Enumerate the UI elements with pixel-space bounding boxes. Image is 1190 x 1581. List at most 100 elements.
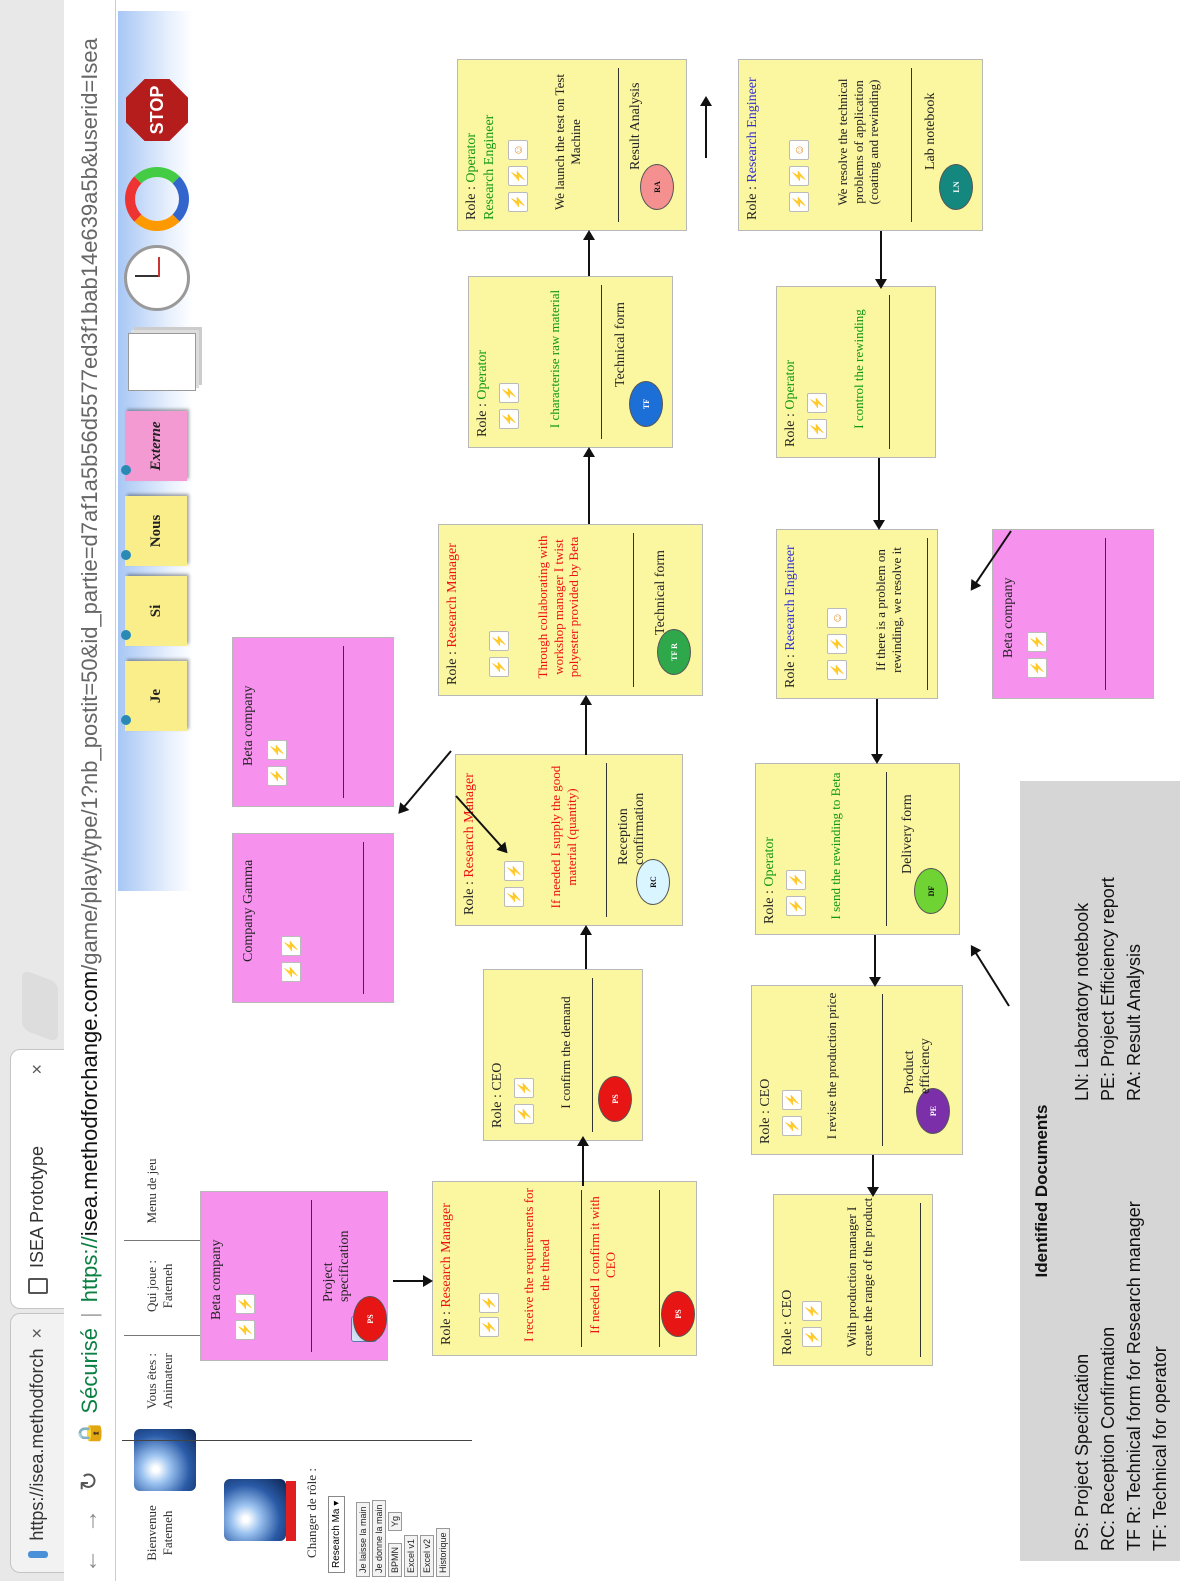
doc-badge-ps[interactable]: PS	[661, 1291, 695, 1337]
edit-icon[interactable]: ⚡	[267, 766, 287, 786]
card-operator-1[interactable]: Role : Operator ⚡ ⚡ I characterise raw m…	[468, 276, 673, 448]
edit-icon[interactable]: ⚡	[782, 1090, 802, 1110]
edit-icon[interactable]: ⚡	[1027, 632, 1047, 652]
edit-icon[interactable]: ⚡	[827, 660, 847, 680]
edit-icon[interactable]: ⚡	[789, 166, 809, 186]
doc-name: Lab notebook	[923, 92, 938, 170]
card-research-engineer-1[interactable]: Role : Research Engineer ⚡ ⚡ ☺ We resolv…	[738, 59, 983, 231]
address-bar: ← → ↻ 🔒 Sécurisé | https://isea.methodfo…	[64, 0, 116, 1581]
edit-icon[interactable]: ⚡	[504, 887, 524, 907]
edit-icon[interactable]: ⚡	[281, 936, 301, 956]
edit-icon[interactable]: ⚡	[504, 861, 524, 881]
card-beta-company-3[interactable]: Beta company ⚡ ⚡	[992, 529, 1154, 699]
close-tab-icon[interactable]: ×	[27, 1064, 47, 1075]
card-ceo-1[interactable]: Role : CEO ⚡ ⚡ I confirm the demand PS	[483, 969, 643, 1141]
edit-icon[interactable]: ⚡	[499, 383, 519, 403]
card-text: I send the rewinding to Beta	[828, 772, 843, 920]
forward-arrow-icon[interactable]: →	[75, 1509, 103, 1533]
yg-button[interactable]: Yg	[388, 1511, 402, 1531]
edit-icon[interactable]: ⚡	[489, 657, 509, 677]
card-operator-3[interactable]: Role : Operator ⚡ ⚡ I send the rewinding…	[755, 763, 960, 935]
browser-tab-prototype[interactable]: ISEA Prototype ×	[10, 1049, 64, 1309]
card-operator-2[interactable]: Role : Operator ⚡ ⚡ I control the rewind…	[776, 286, 936, 458]
give-hand-button[interactable]: Je donne la main	[372, 1500, 386, 1577]
edit-icon[interactable]: ⚡	[479, 1317, 499, 1337]
bpmn-button[interactable]: BPMN	[388, 1542, 402, 1577]
edit-icon[interactable]: ⚡	[807, 419, 827, 439]
excel-v1-button[interactable]: Excel v1	[404, 1534, 418, 1577]
edit-icon[interactable]: ⚡	[235, 1320, 255, 1340]
doc-badge-ln[interactable]: LN	[939, 164, 973, 210]
card-text: If needed I confirm it with CEO	[587, 1196, 618, 1334]
postit-nous[interactable]: Nous	[121, 496, 187, 566]
edit-icon[interactable]: ⚡	[802, 1327, 822, 1347]
refresh-cycle-icon[interactable]	[125, 167, 189, 231]
edit-icon[interactable]: ⚡	[499, 409, 519, 429]
flow-arrow	[398, 750, 452, 813]
role-select[interactable]: Research Ma ▾	[328, 1495, 345, 1573]
card-text: I control the rewinding	[851, 309, 866, 429]
secure-label: Sécurisé	[76, 1328, 102, 1414]
url-host: isea.methodforchange.com	[76, 970, 102, 1237]
flow-arrow	[878, 458, 880, 528]
doc-badge-tf[interactable]: TF	[629, 381, 663, 427]
edit-icon[interactable]: ⚡	[782, 1116, 802, 1136]
card-text: I receive the requirements for the threa…	[521, 1188, 552, 1342]
edit-icon[interactable]: ⚡	[281, 962, 301, 982]
edit-icon[interactable]: ⚡	[827, 634, 847, 654]
postit-si[interactable]: Si	[121, 576, 187, 646]
edit-icon[interactable]: ⚡	[489, 631, 509, 651]
edit-icon[interactable]: ⚡	[514, 1104, 534, 1124]
edit-icon[interactable]: ⚡	[508, 166, 528, 186]
user-icon[interactable]: ☺	[827, 608, 847, 628]
doc-badge-df[interactable]: DF	[914, 868, 948, 914]
leave-hand-button[interactable]: Je laisse la main	[356, 1502, 370, 1577]
user-icon[interactable]: ☺	[508, 140, 528, 160]
edit-icon[interactable]: ⚡	[802, 1301, 822, 1321]
browser-tab-isea[interactable]: https://isea.methodforch ×	[10, 1313, 64, 1573]
clock-icon[interactable]	[124, 245, 190, 311]
postit-je[interactable]: Je	[121, 661, 187, 731]
edit-icon[interactable]: ⚡	[1027, 658, 1047, 678]
pin-icon	[121, 465, 131, 475]
history-button[interactable]: Historique	[436, 1528, 450, 1577]
doc-badge-pe[interactable]: PE	[916, 1088, 950, 1134]
card-company-gamma[interactable]: Company Gamma ⚡ ⚡	[232, 833, 394, 1003]
card-ceo-3[interactable]: Role : CEO ⚡ ⚡ With production manager I…	[773, 1194, 933, 1366]
new-tab-button[interactable]	[22, 969, 58, 1043]
edit-icon[interactable]: ⚡	[807, 393, 827, 413]
back-arrow-icon[interactable]: ←	[75, 1549, 103, 1573]
card-research-manager-1[interactable]: Role : Research Manager ⚡ ⚡ I receive th…	[432, 1181, 697, 1356]
excel-v2-button[interactable]: Excel v2	[420, 1534, 434, 1577]
card-research-manager-2[interactable]: Role : Research Manager ⚡ ⚡ If needed I …	[455, 754, 683, 926]
site-favicon-icon	[27, 1550, 48, 1558]
edit-icon[interactable]: ⚡	[786, 870, 806, 890]
card-beta-company-1[interactable]: Beta company ⚡ ⚡ PS Project specificatio…	[200, 1191, 388, 1361]
card-beta-company-2[interactable]: Beta company ⚡ ⚡	[232, 637, 394, 807]
edit-icon[interactable]: ⚡	[786, 896, 806, 916]
card-ceo-2[interactable]: Role : CEO ⚡ ⚡ I revise the production p…	[751, 985, 963, 1155]
edit-icon[interactable]: ⚡	[514, 1078, 534, 1098]
url-scheme: https://	[76, 1236, 102, 1303]
edit-icon[interactable]: ⚡	[789, 192, 809, 212]
doc-badge-tfr[interactable]: TF R	[657, 629, 691, 675]
close-tab-icon[interactable]: ×	[27, 1328, 47, 1339]
edit-icon[interactable]: ⚡	[267, 740, 287, 760]
flow-arrow	[582, 1138, 584, 1186]
doc-badge-ra[interactable]: RA	[640, 164, 674, 210]
edit-icon[interactable]: ⚡	[479, 1293, 499, 1313]
edit-icon[interactable]: ⚡	[235, 1294, 255, 1314]
url-text[interactable]: https://isea.methodforchange.com/game/pl…	[77, 38, 103, 1302]
documents-icon[interactable]	[128, 333, 196, 391]
postit-externe[interactable]: Externe	[121, 411, 187, 481]
user-icon[interactable]: ☺	[789, 140, 809, 160]
doc-badge-rc[interactable]: RC	[636, 859, 670, 905]
reload-icon[interactable]: ↻	[76, 1470, 103, 1492]
doc-badge-ps[interactable]: PS	[598, 1076, 632, 1122]
card-research-engineer-2[interactable]: Role : Research Engineer ⚡ ⚡ ☺ If there …	[776, 529, 938, 699]
doc-badge-ps[interactable]: PS	[353, 1296, 387, 1342]
card-operator-research-engineer[interactable]: Role : Operator Research Engineer ⚡ ⚡ ☺ …	[457, 59, 687, 231]
edit-icon[interactable]: ⚡	[508, 192, 528, 212]
card-research-manager-3[interactable]: Role : Research Manager ⚡ ⚡ Through coll…	[438, 524, 703, 696]
stop-icon[interactable]: STOP	[126, 79, 188, 141]
